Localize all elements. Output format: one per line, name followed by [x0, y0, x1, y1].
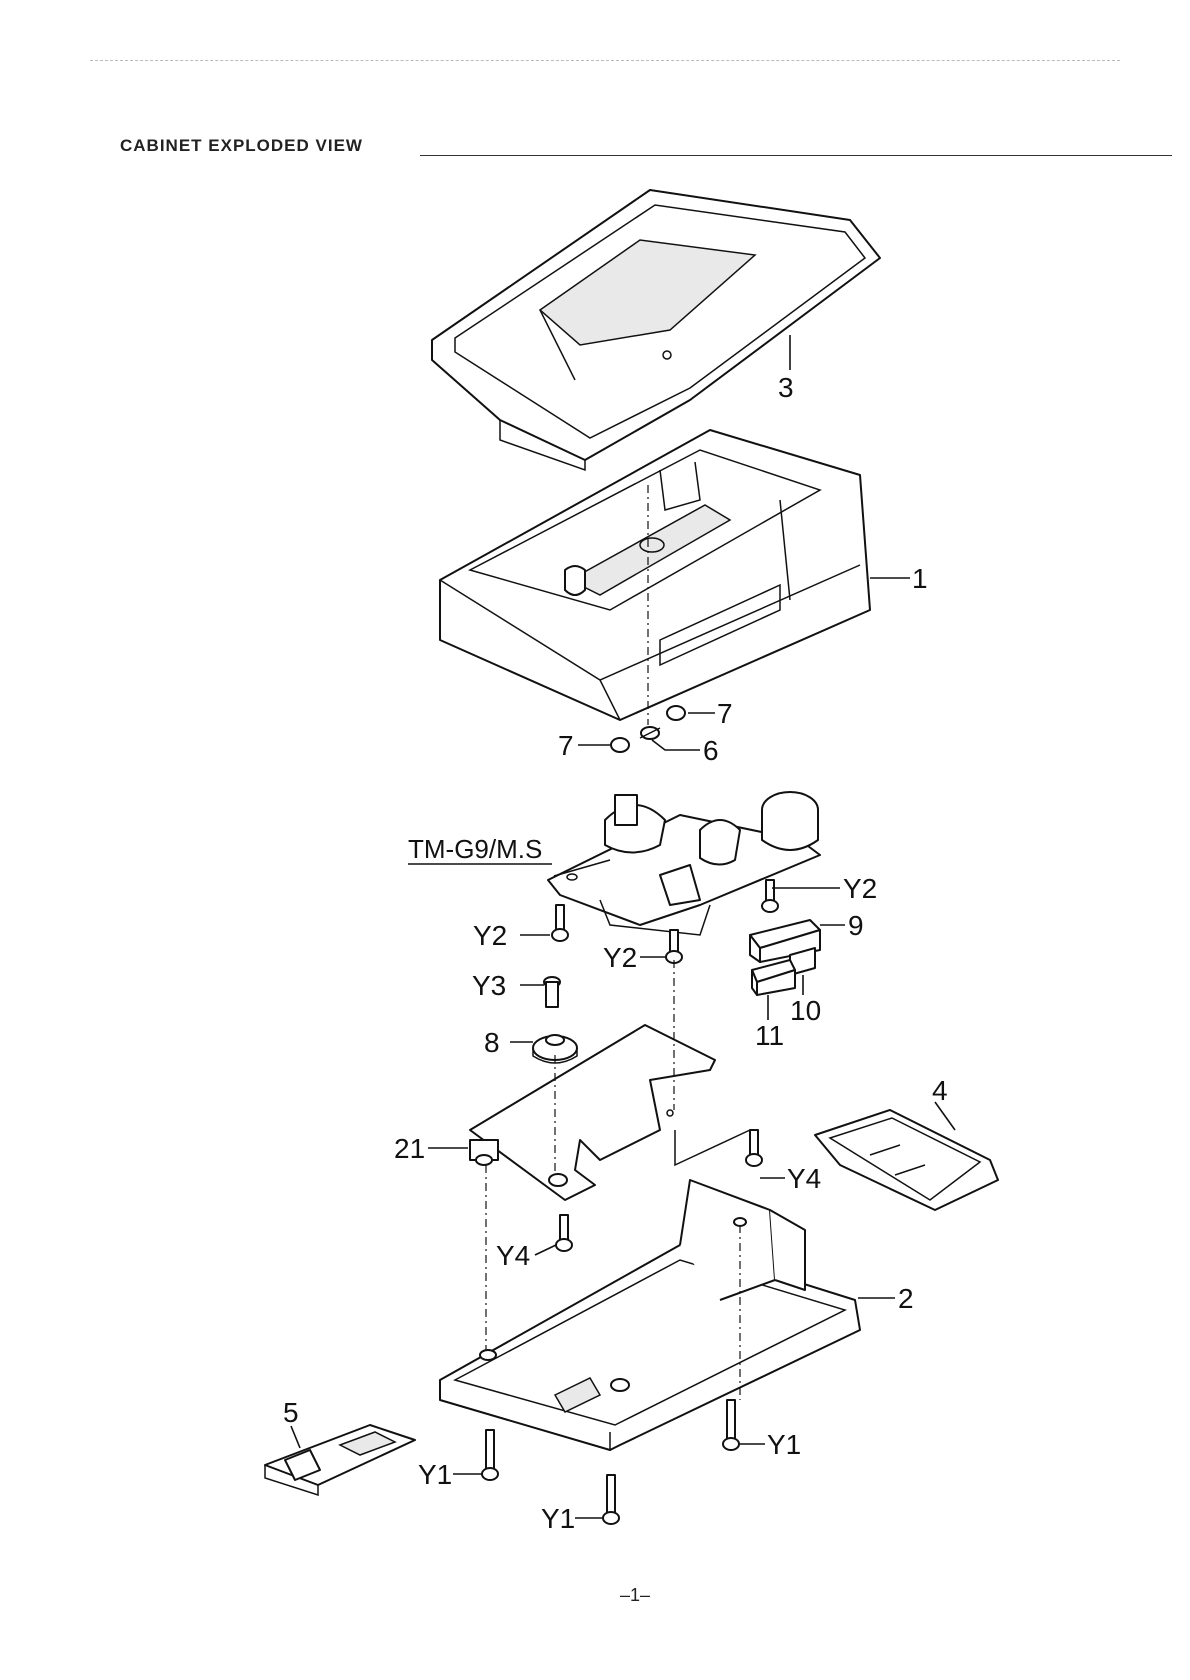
- part-6-pin: [640, 727, 660, 739]
- screw-y1-right: [723, 1400, 739, 1450]
- part-3-top-lid: [432, 190, 880, 470]
- label-y1-left: Y1: [418, 1459, 452, 1490]
- label-part-3: 3: [778, 372, 794, 403]
- model-label: TM-G9/M.S: [408, 834, 542, 864]
- part-1-upper-cabinet: [440, 430, 870, 720]
- label-y2-left: Y2: [473, 920, 507, 951]
- label-part-8: 8: [484, 1027, 500, 1058]
- screw-y1-center: [603, 1475, 619, 1524]
- label-y4-right: Y4: [787, 1163, 821, 1194]
- label-part-9: 9: [848, 910, 864, 941]
- label-part-10: 10: [790, 995, 821, 1026]
- screw-y2-left: [552, 905, 568, 941]
- part-11-pad: [752, 960, 795, 995]
- label-y3: Y3: [472, 970, 506, 1001]
- screw-y2-center: [666, 930, 682, 963]
- label-y4-left: Y4: [496, 1240, 530, 1271]
- screw-y4-right: [746, 1130, 762, 1166]
- part-4-battery-cover: [815, 1110, 998, 1210]
- label-y1-center: Y1: [541, 1503, 575, 1534]
- part-7-screw-right: [667, 706, 685, 720]
- label-part-2: 2: [898, 1283, 914, 1314]
- label-y2-right: Y2: [843, 873, 877, 904]
- part-21-pcb: [470, 1025, 715, 1200]
- label-part-11: 11: [755, 1020, 784, 1051]
- label-y2-center: Y2: [603, 942, 637, 973]
- label-part-7-right: 7: [717, 698, 733, 729]
- label-part-21: 21: [394, 1133, 425, 1164]
- label-part-7-left: 7: [558, 730, 574, 761]
- label-part-1: 1: [912, 563, 928, 594]
- screw-y3: [544, 977, 560, 1007]
- label-part-5: 5: [283, 1397, 299, 1428]
- mechanism-tm-g9: [548, 792, 820, 935]
- label-part-4: 4: [932, 1075, 948, 1106]
- label-part-6: 6: [703, 735, 719, 766]
- page-number: –1–: [620, 1585, 650, 1606]
- screw-y1-left: [482, 1430, 498, 1480]
- label-y1-right: Y1: [767, 1429, 801, 1460]
- part-5-clip: [265, 1425, 415, 1495]
- part-2-bottom-cabinet: [440, 1180, 860, 1450]
- part-7-screw-left: [611, 738, 629, 752]
- screw-y4-left: [556, 1215, 572, 1251]
- screw-y2-right: [762, 880, 778, 912]
